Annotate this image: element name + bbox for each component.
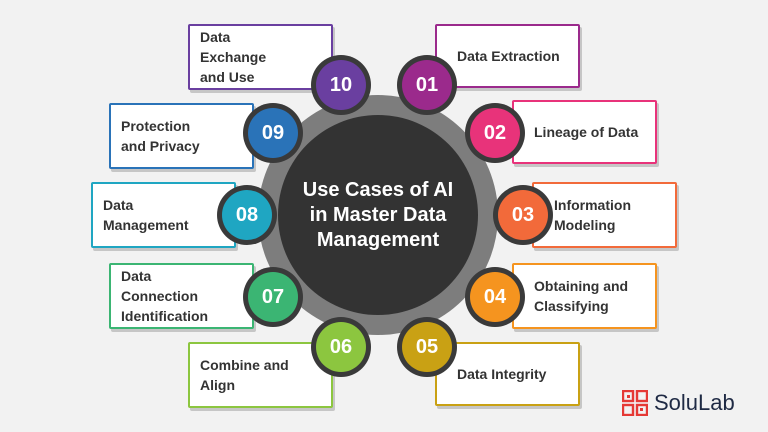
badge-01: 01	[402, 60, 452, 110]
badge-number: 09	[261, 121, 285, 144]
badge-number: 05	[415, 335, 439, 358]
badge-number: 01	[415, 73, 439, 96]
solulab-logo: SoluLab	[622, 390, 735, 416]
card-10: Data Exchange and Use	[188, 24, 333, 90]
card-label: Obtaining and Classifying	[534, 278, 629, 314]
badge-04: 04	[470, 272, 520, 322]
card-06: Combine and Align	[188, 342, 333, 408]
badge-number: 08	[235, 203, 259, 226]
card-03: Information Modeling	[532, 182, 677, 248]
badge-08: 08	[222, 190, 272, 240]
card-label: Data Connection Identification	[121, 268, 209, 324]
badge-03: 03	[498, 190, 548, 240]
center-title: Use Cases of AI in Master Data Managemen…	[302, 178, 454, 251]
badge-05: 05	[402, 322, 452, 372]
card-label: Data Exchange and Use	[200, 29, 267, 85]
card-label: Data Extraction	[457, 48, 560, 64]
badge-10: 10	[316, 60, 366, 110]
badge-09: 09	[248, 108, 298, 158]
card-05: Data Integrity	[435, 342, 580, 406]
card-01: Data Extraction	[435, 24, 580, 88]
badge-number: 04	[483, 285, 507, 308]
badge-number: 03	[511, 203, 535, 226]
card-07: Data Connection Identification	[109, 263, 254, 329]
badge-number: 06	[329, 335, 353, 358]
brand-name: SoluLab	[654, 390, 735, 415]
solulab-mark-icon	[622, 390, 648, 416]
card-label: Lineage of Data	[534, 124, 639, 140]
card-08: Data Management	[91, 182, 236, 248]
badge-number: 02	[483, 121, 507, 144]
card-label: Information Modeling	[554, 197, 631, 233]
card-label: Protection and Privacy	[121, 118, 200, 154]
center-circle: Use Cases of AI in Master Data Managemen…	[278, 115, 478, 315]
badge-07: 07	[248, 272, 298, 322]
badge-number: 10	[329, 73, 353, 96]
badge-number: 07	[261, 285, 285, 308]
card-label: Combine and Align	[200, 357, 289, 393]
card-02: Lineage of Data	[512, 100, 657, 164]
card-label: Data Management	[103, 197, 189, 233]
card-label: Data Integrity	[457, 366, 547, 382]
badge-06: 06	[316, 322, 366, 372]
badge-02: 02	[470, 108, 520, 158]
card-04: Obtaining and Classifying	[512, 263, 657, 329]
card-09: Protection and Privacy	[109, 103, 254, 169]
